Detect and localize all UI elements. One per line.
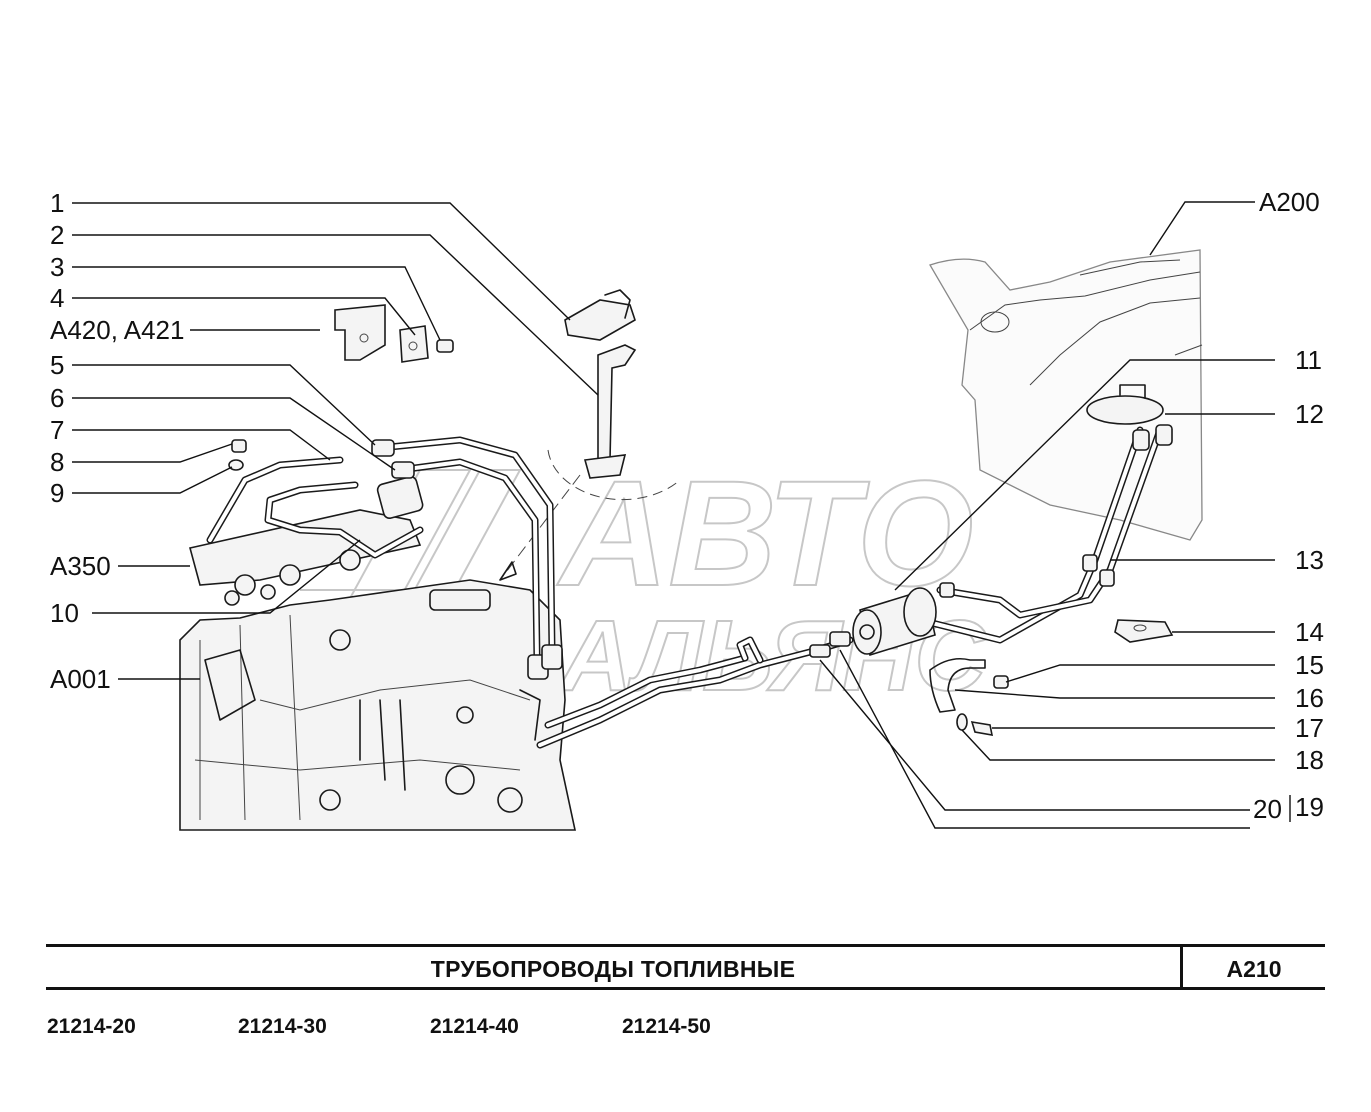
callout-16: 16 [1295,683,1324,713]
main-fuel-lines [371,436,563,741]
leader-lines [72,201,1291,829]
callout-18: 18 [1295,745,1324,775]
callout-11: 11 [1295,345,1322,375]
callout-5: 5 [50,350,64,380]
model-code: 21214-30 [238,1015,327,1038]
engine-block [179,579,576,831]
callout-9: 9 [50,478,64,508]
callout-17: 17 [1295,713,1324,743]
callout-19: 19 [1295,792,1324,822]
bracket-a420 [334,304,454,363]
title-block-divider [1180,944,1183,990]
model-code: 21214-50 [622,1015,711,1038]
rail-bolt [231,439,247,453]
fuel-tank [929,249,1203,541]
callout-10: 10 [50,598,79,628]
fuel-rail [189,475,424,606]
callout-a001: A001 [50,664,111,694]
callout-3: 3 [50,252,64,282]
callout-15: 15 [1295,650,1324,680]
callout-a420-a421: A420, A421 [50,315,184,345]
model-code: 21214-40 [430,1015,519,1038]
callout-labels: 1 2 3 4 A420, A421 5 6 7 8 9 A350 10 A00… [50,187,1324,824]
callout-6: 6 [50,383,64,413]
underbody-lines [536,424,1173,749]
sheet-title: ТРУБОПРОВОДЫ ТОПЛИВНЫЕ [430,956,796,982]
callout-a200: A200 [1259,187,1320,217]
rail-pipes [206,439,424,559]
title-block [46,944,1325,990]
callout-12: 12 [1295,399,1324,429]
tank-sender-flange [1086,395,1164,425]
model-code: 21214-20 [47,1015,136,1038]
callout-4: 4 [50,283,64,313]
watermark-line1: АВТО [556,449,974,617]
callout-14: 14 [1295,617,1324,647]
callout-20: 20 [1253,794,1282,824]
sheet-code: A210 [1226,956,1282,982]
callout-8: 8 [50,447,64,477]
callout-2: 2 [50,220,64,250]
callout-13: 13 [1295,545,1324,575]
fuel-filter [852,587,937,657]
callout-1: 1 [50,188,64,218]
filter-clamp [929,619,1174,736]
pipe-bracket [499,289,681,581]
callout-7: 7 [50,415,64,445]
callout-a350: A350 [50,551,111,581]
